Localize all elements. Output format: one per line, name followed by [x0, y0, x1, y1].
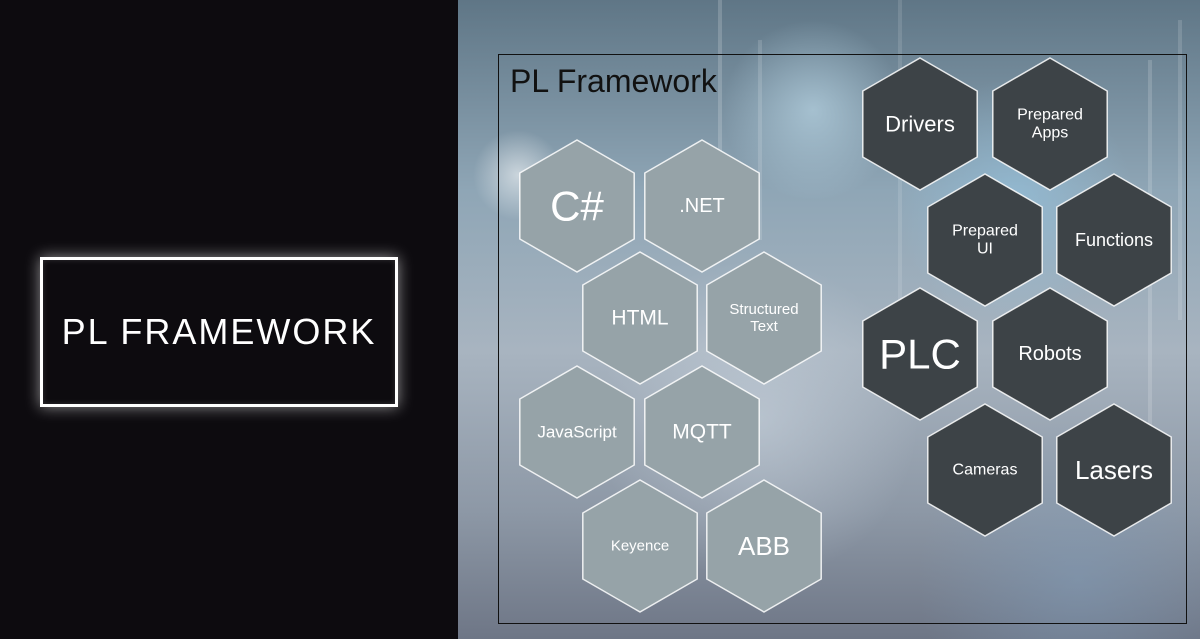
- title-box: PL FRAMEWORK: [40, 257, 398, 407]
- hex-label: Robots: [1018, 343, 1081, 365]
- hexagon-shape: [582, 251, 698, 385]
- hexagon-shape: [992, 57, 1108, 191]
- hex-robots: Robots: [992, 287, 1108, 421]
- hexagon-shape: [519, 139, 635, 273]
- hexagon-shape: [582, 479, 698, 613]
- light-streak: [1178, 20, 1182, 320]
- hex-abb: ABB: [706, 479, 822, 613]
- hex-label: PLC: [879, 331, 961, 378]
- hex-label: Apps: [1032, 125, 1068, 142]
- hex-label: Cameras: [953, 462, 1018, 479]
- hex-mqtt: MQTT: [644, 365, 760, 499]
- hexagon-shape: [519, 365, 635, 499]
- hexagon-shape: [644, 139, 760, 273]
- hex-html: HTML: [582, 251, 698, 385]
- hex-csharp: C#: [519, 139, 635, 273]
- hexagon-shape: [1056, 173, 1172, 307]
- light-streak: [758, 40, 762, 240]
- hex-label: Structured: [729, 301, 798, 318]
- light-streak: [718, 0, 722, 260]
- left-panel: PL FRAMEWORK: [0, 0, 458, 639]
- hex-label: ABB: [738, 531, 790, 561]
- hex-label: Functions: [1075, 230, 1153, 250]
- frame-title: PL Framework: [510, 63, 717, 99]
- hexagon-shape: [644, 365, 760, 499]
- hex-label: Text: [750, 318, 778, 335]
- hex-drivers: Drivers: [862, 57, 978, 191]
- hexagon-shape: [706, 479, 822, 613]
- hex-label: Lasers: [1075, 455, 1153, 485]
- hex-lasers: Lasers: [1056, 403, 1172, 537]
- hex-label: Prepared: [952, 222, 1018, 239]
- hex-keyence: Keyence: [582, 479, 698, 613]
- hexagon-shape: [927, 173, 1043, 307]
- hexagon-shape: [927, 403, 1043, 537]
- hexagon-shape: [1056, 403, 1172, 537]
- hex-plc: PLC: [862, 287, 978, 421]
- hex-label: UI: [977, 241, 993, 258]
- hexagon-shape: [862, 287, 978, 421]
- hex-label: Keyence: [611, 538, 669, 555]
- hex-cameras: Cameras: [927, 403, 1043, 537]
- slide-title: PL FRAMEWORK: [61, 311, 377, 352]
- hex-label: Drivers: [885, 112, 955, 137]
- hex-javascript: JavaScript: [519, 365, 635, 499]
- hex-label: .NET: [679, 195, 725, 217]
- hex-dotnet: .NET: [644, 139, 760, 273]
- hex-label: Prepared: [1017, 106, 1083, 123]
- hexagon-shape: [862, 57, 978, 191]
- hexagon-shape: [992, 287, 1108, 421]
- framework-frame: [498, 54, 1187, 624]
- hexagon-shape: [706, 251, 822, 385]
- hex-label: MQTT: [672, 421, 732, 444]
- hex-label: HTML: [611, 307, 668, 330]
- hex-label: C#: [550, 183, 604, 230]
- hex-functions: Functions: [1056, 173, 1172, 307]
- hex-label: JavaScript: [537, 423, 617, 442]
